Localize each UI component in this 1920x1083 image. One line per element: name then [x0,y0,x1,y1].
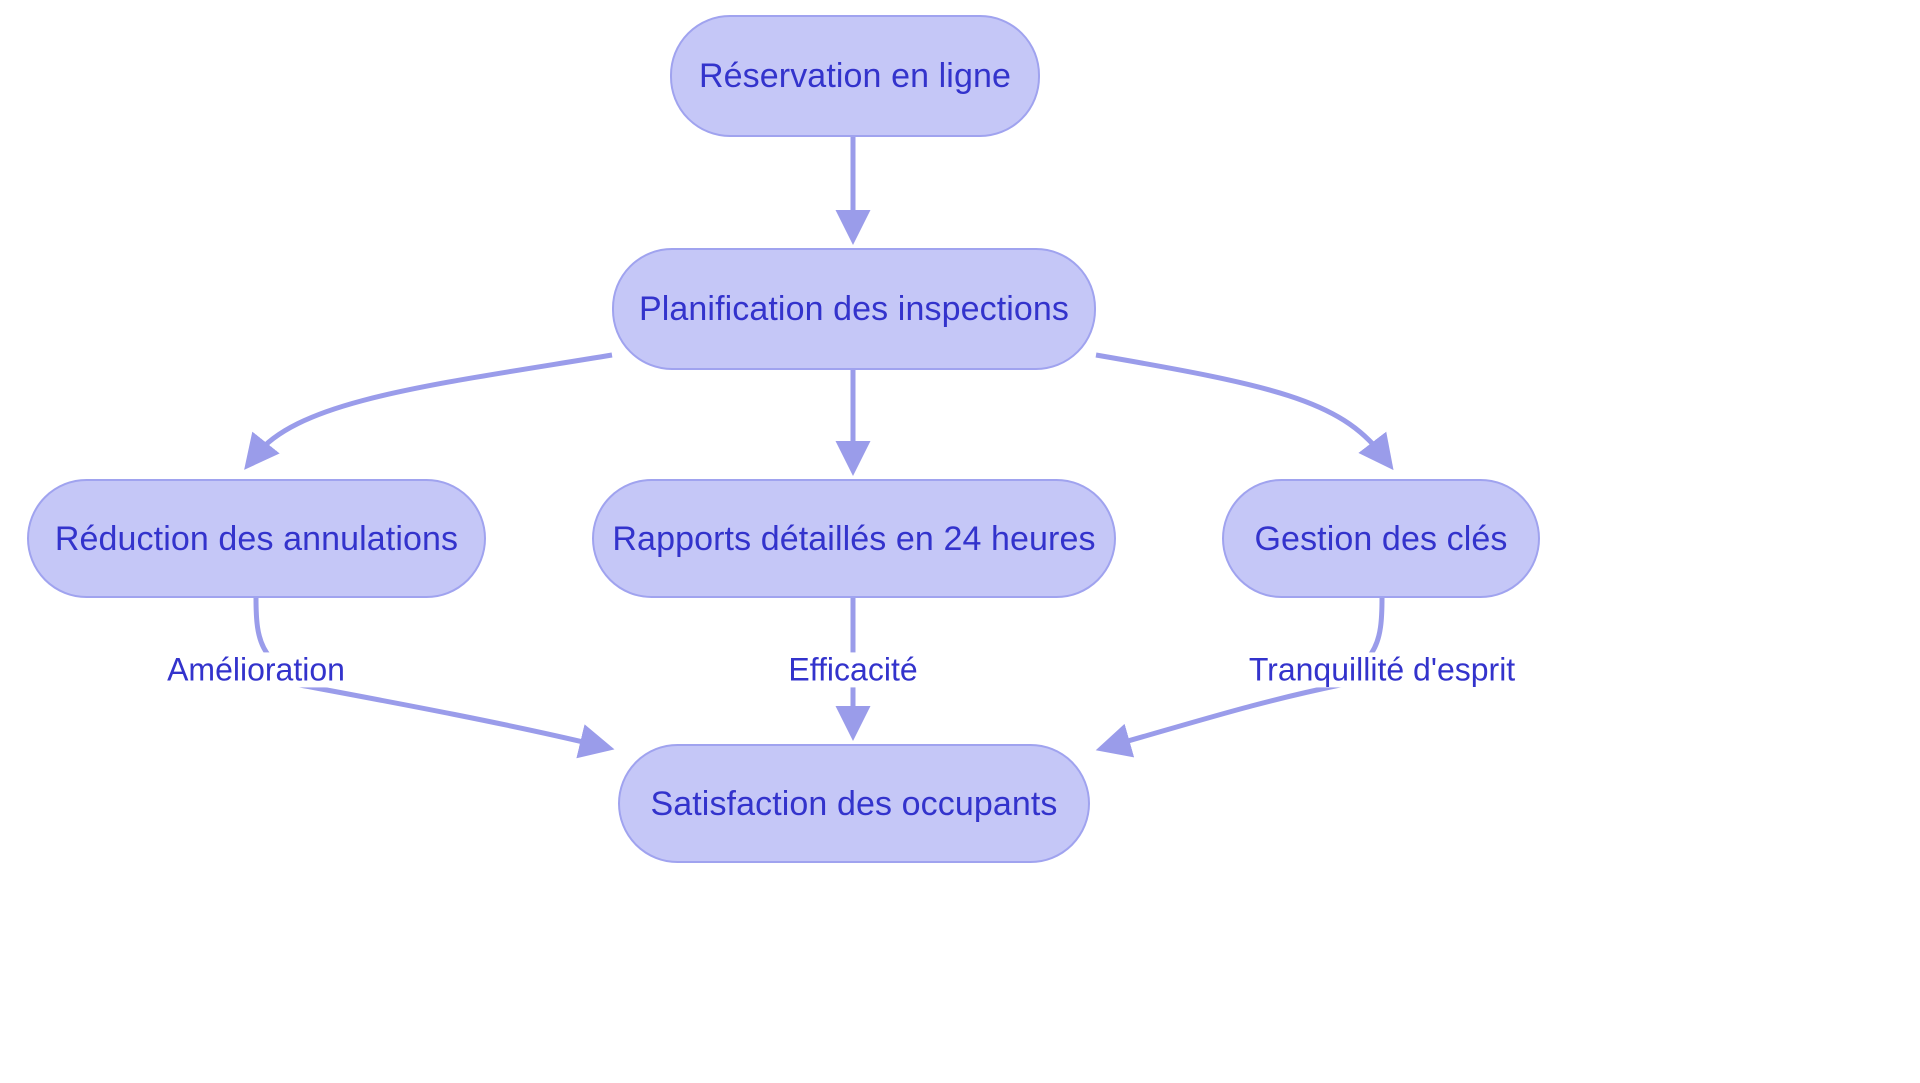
edge-label-efficacite: Efficacité [782,652,924,688]
node-satisfaction-des-occupants[interactable]: Satisfaction des occupants [618,744,1090,863]
edge-planification-to-gestion [1095,352,1394,471]
node-rapports-detailles-en-24-heures[interactable]: Rapports détaillés en 24 heures [592,479,1116,598]
node-label: Gestion des clés [1254,519,1508,558]
node-planification-des-inspections[interactable]: Planification des inspections [612,248,1096,370]
edge-label-tranquillite-desprit: Tranquillité d'esprit [1242,652,1522,688]
node-label: Réduction des annulations [54,519,459,558]
node-label: Rapports détaillés en 24 heures [612,519,1096,558]
node-reservation-en-ligne[interactable]: Réservation en ligne [670,15,1040,137]
node-label: Satisfaction des occupants [650,784,1058,823]
node-gestion-des-cles[interactable]: Gestion des clés [1222,479,1540,598]
node-label: Planification des inspections [638,290,1070,328]
node-label: Réservation en ligne [699,57,1011,95]
edge-planification-to-reduction [244,352,613,470]
node-reduction-des-annulations[interactable]: Réduction des annulations [27,479,486,598]
edge-label-amelioration: Amélioration [161,652,351,688]
